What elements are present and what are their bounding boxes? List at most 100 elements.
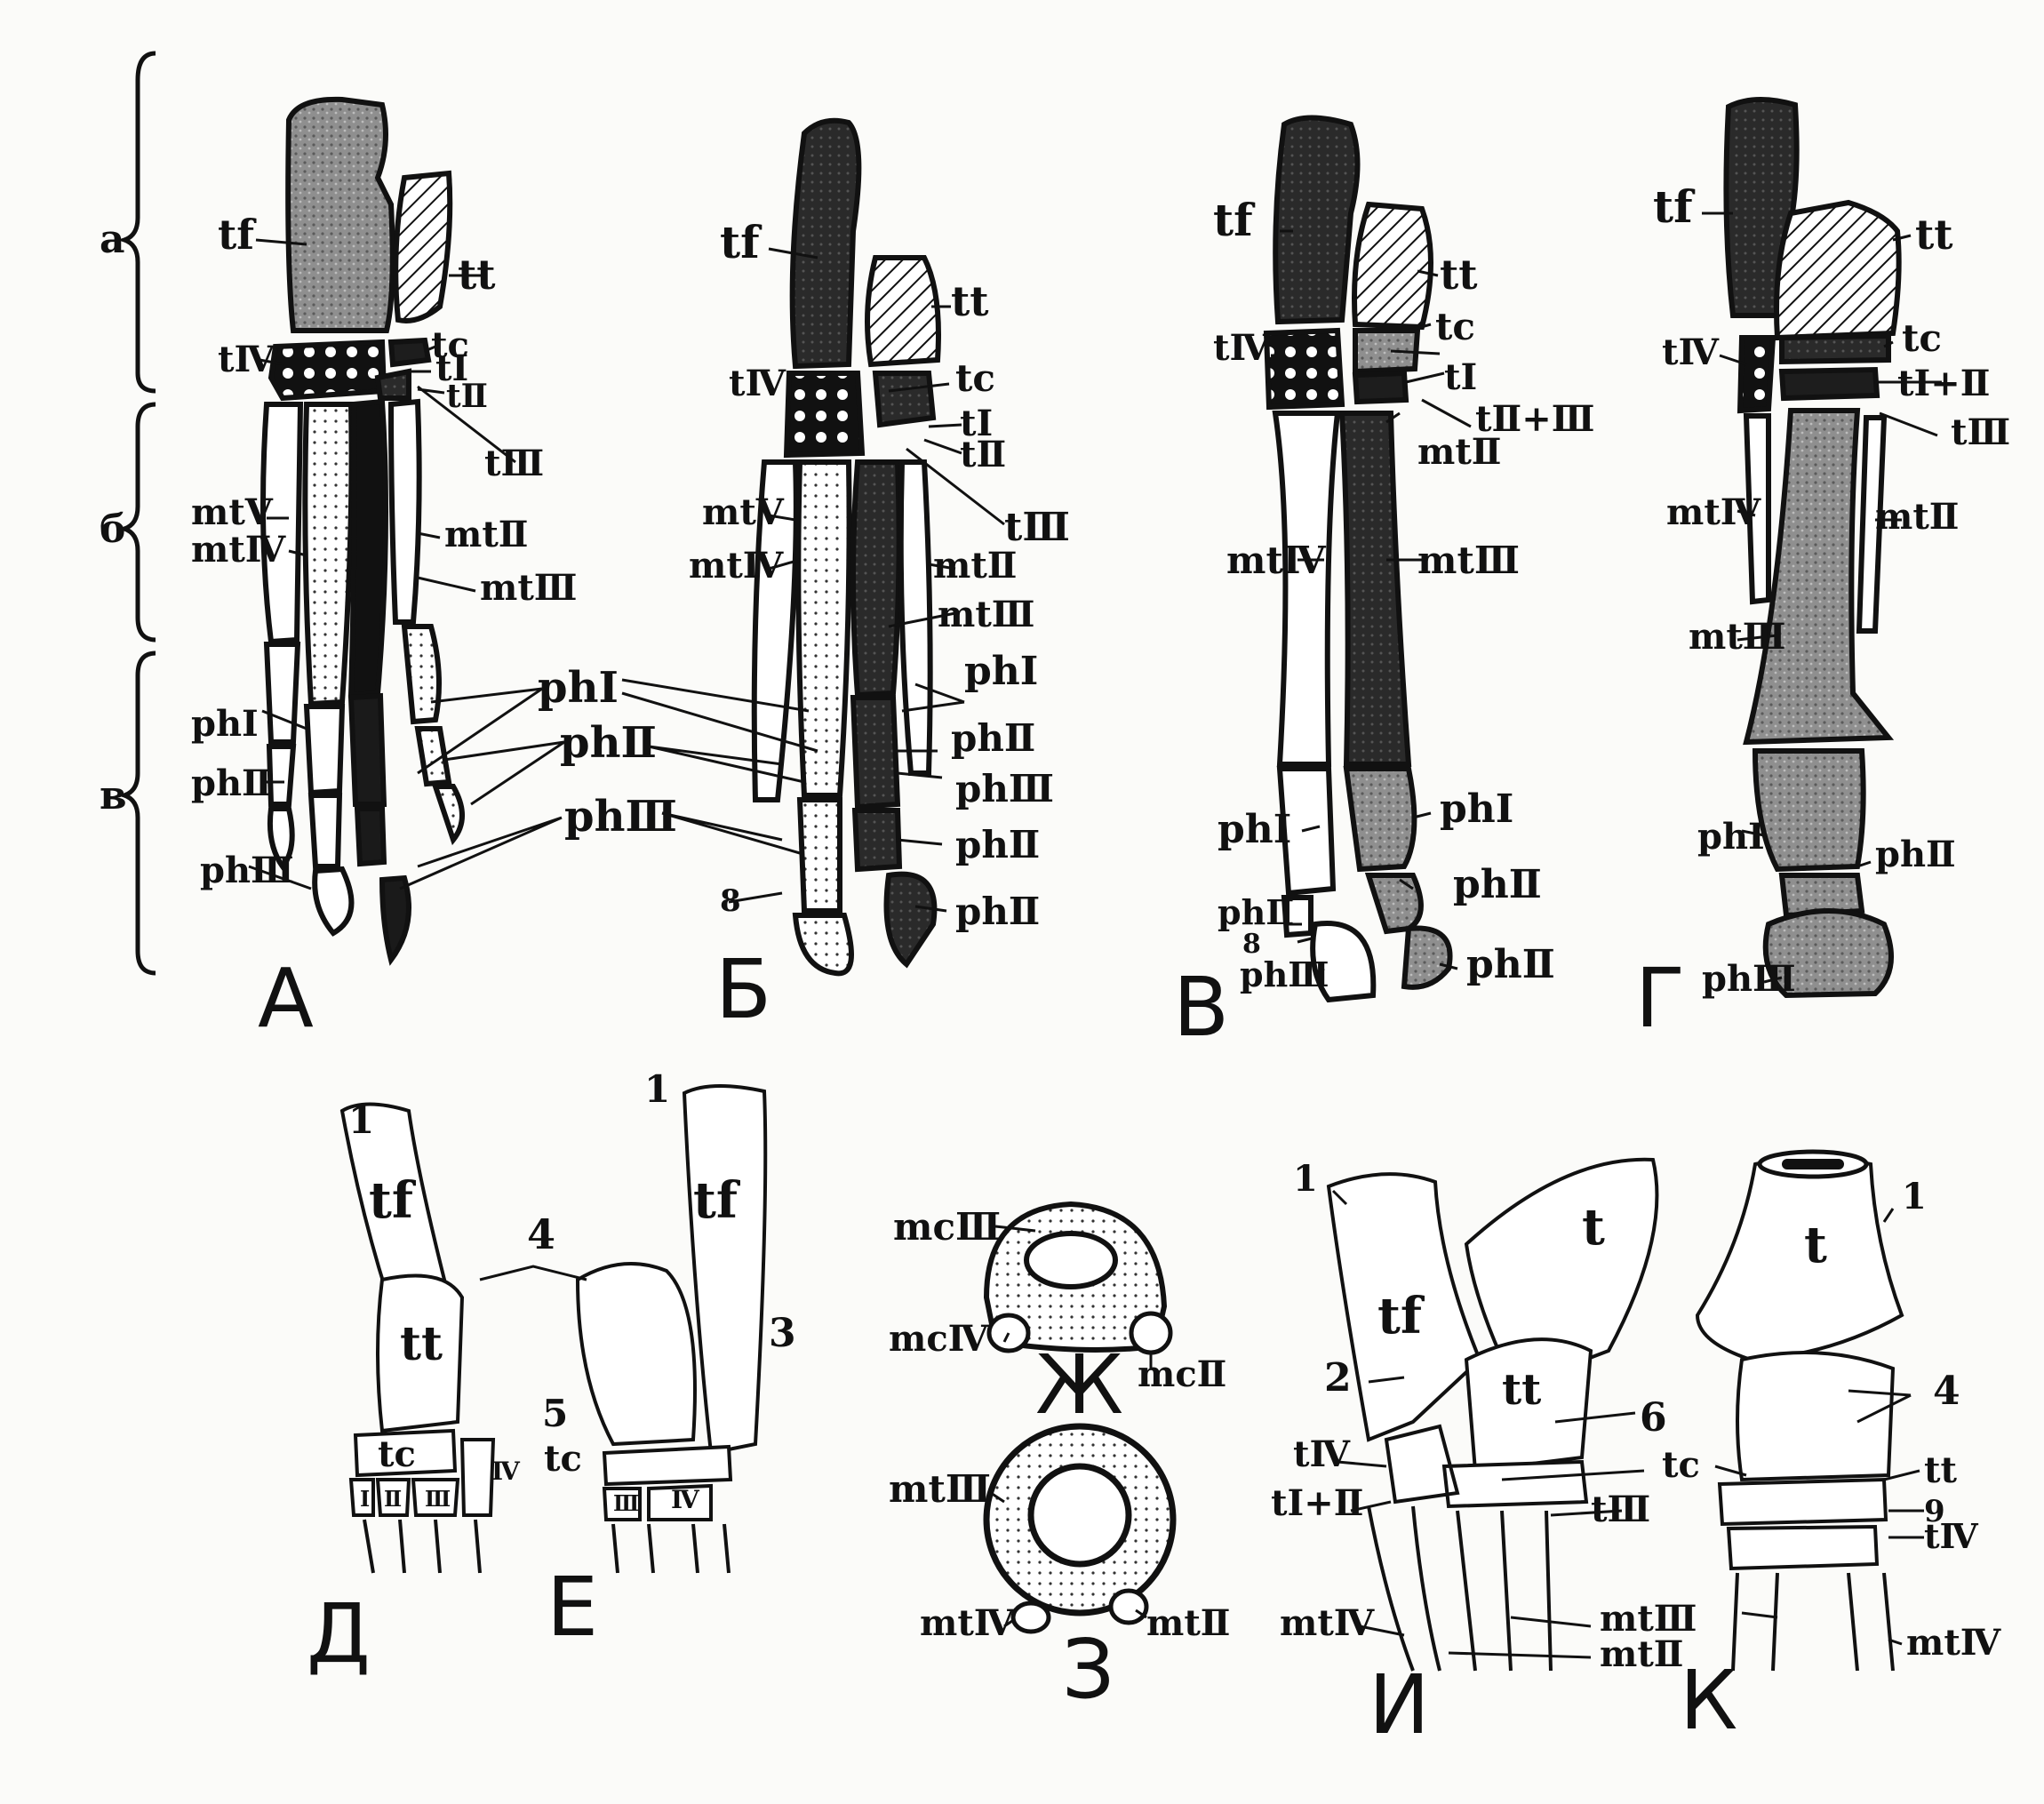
panel-letter-d: Д <box>307 1586 371 1681</box>
panel-v-drawing <box>1263 115 1453 1003</box>
label-a-phIII: phⅢ <box>200 850 294 891</box>
label-ik-mtIII: mtⅢ <box>1600 1598 1697 1640</box>
label-b-tc: tc <box>955 356 995 400</box>
label-b-tII: tⅡ <box>960 434 1006 475</box>
label-a-mtIV: mtⅣ <box>191 529 286 571</box>
label-b-phII-lower: phⅡ <box>955 823 1040 866</box>
label-g-mtIV: mtⅣ <box>1666 491 1761 533</box>
label-d-1: 1 <box>348 1098 374 1142</box>
label-g-mtIII: mtⅢ <box>1689 616 1786 658</box>
label-i-tf: tf <box>1377 1287 1425 1345</box>
panel-letter-g: Г <box>1635 951 1685 1046</box>
label-v-tf: tf <box>1213 194 1256 246</box>
panel-zh-z-drawing <box>983 1201 1177 1634</box>
label-v-phIII: phⅢ <box>1240 954 1329 994</box>
panel-g-drawing <box>1723 96 1902 999</box>
label-center-phIII: phⅢ <box>564 792 677 842</box>
label-zh-mcII: mcⅡ <box>1138 1353 1226 1395</box>
label-ik-6: 6 <box>1640 1395 1667 1441</box>
labels: tf tt tⅣ tc tⅠ tⅡ tⅢ mtⅤ mtⅣ mtⅡ mtⅢ phⅠ… <box>191 180 2010 1675</box>
label-b-tIII: tⅢ <box>1004 505 1070 550</box>
label-g-tIII: tⅢ <box>1951 411 2010 453</box>
label-e-IV: Ⅳ <box>671 1485 700 1514</box>
label-zh-mcIII: mcⅢ <box>893 1205 1001 1249</box>
label-zh-mcIV: mcⅣ <box>889 1318 989 1360</box>
label-i-tIV: tⅣ <box>1293 1433 1350 1475</box>
label-v-tII-III: tⅡ+Ⅲ <box>1475 398 1594 440</box>
label-v-phII-bottom: phⅡ <box>1466 942 1555 987</box>
label-b-phII-bottom: phⅡ <box>955 890 1040 933</box>
section-brackets: а б в <box>100 51 156 976</box>
label-de-4: 4 <box>527 1210 555 1258</box>
label-center-phII: phⅡ <box>560 718 657 768</box>
label-g-tt: tt <box>1915 211 1953 259</box>
label-d-tc: tc <box>378 1433 416 1475</box>
label-v-phI-right: phⅠ <box>1440 786 1513 832</box>
label-k-1: 1 <box>1902 1176 1927 1217</box>
label-b-tI: tⅠ <box>960 403 993 444</box>
label-v-phII-right: phⅡ <box>1453 862 1542 907</box>
label-b-phI: phⅠ <box>964 649 1038 694</box>
label-g-mtII: mtⅡ <box>1875 496 1960 538</box>
panel-letter-k: К <box>1680 1653 1737 1748</box>
panel-a-drawing <box>260 96 465 966</box>
label-v-tt: tt <box>1440 251 1478 299</box>
label-a-mtII: mtⅡ <box>444 514 529 555</box>
label-z-mtIII: mtⅢ <box>889 1467 991 1511</box>
label-k-9: 9 <box>1924 1494 1945 1529</box>
label-g-phI: phⅠ <box>1697 816 1765 858</box>
label-k-4: 4 <box>1933 1369 1960 1414</box>
label-v-phII-left: phⅡ <box>1218 892 1294 932</box>
label-k-tIV: tⅣ <box>1924 1516 1979 1556</box>
label-a-mtIII: mtⅢ <box>480 567 578 609</box>
label-d-III: Ⅲ <box>425 1486 451 1512</box>
label-a-phII: phⅡ <box>191 762 272 804</box>
label-i-2: 2 <box>1324 1355 1352 1401</box>
label-b-tf: tf <box>720 216 763 268</box>
label-a-phI: phⅠ <box>191 703 259 745</box>
label-v-phI-left: phⅠ <box>1218 807 1291 852</box>
label-g-tf: tf <box>1653 180 1696 233</box>
label-a-tIV: tⅣ <box>218 339 275 380</box>
label-g-phII: phⅡ <box>1875 834 1956 875</box>
label-b-tt: tt <box>951 277 989 325</box>
label-e-1: 1 <box>644 1067 670 1111</box>
panel-d-e-drawing <box>339 1084 768 1574</box>
label-v-tIV: tⅣ <box>1213 327 1270 369</box>
label-b-mtIII: mtⅢ <box>938 594 1035 635</box>
label-e-5: 5 <box>542 1392 568 1435</box>
label-ik-tIII: tⅢ <box>1591 1489 1650 1530</box>
label-g-tIV: tⅣ <box>1662 331 1719 373</box>
label-b-8: 8 <box>720 883 741 919</box>
label-d-tf: tf <box>369 1171 417 1230</box>
panel-letter-v: В <box>1173 960 1229 1055</box>
label-g-tc: tc <box>1902 316 1942 360</box>
label-a-tt: tt <box>458 251 496 299</box>
label-i-tI-II: tⅠ+Ⅱ <box>1271 1482 1363 1524</box>
label-v-mtII: mtⅡ <box>1417 431 1502 473</box>
panel-letters: А Б В Г Д Е Ж З И К <box>258 942 1737 1752</box>
label-a-tIII: tⅢ <box>484 443 544 484</box>
label-k-mtIV: mtⅣ <box>1906 1622 2001 1664</box>
label-b-mtV: mtⅤ <box>702 491 785 533</box>
label-d-IV: Ⅳ <box>491 1457 521 1486</box>
label-v-mtIV: mtⅣ <box>1226 539 1327 582</box>
leader-lines <box>248 212 1942 1659</box>
label-i-1: 1 <box>1293 1158 1318 1200</box>
label-a-tc: tc <box>431 324 469 366</box>
label-k-tt: tt <box>1924 1449 1957 1491</box>
label-k-t: t <box>1804 1216 1827 1274</box>
label-b-mtIV: mtⅣ <box>689 545 784 587</box>
panel-letter-e: Е <box>547 1560 598 1655</box>
section-b-label: б <box>100 507 125 552</box>
panel-b-drawing <box>751 117 941 977</box>
label-z-mtIV: mtⅣ <box>920 1602 1015 1644</box>
panel-i-k-drawing <box>1326 1149 1904 1672</box>
label-center-phI: phⅠ <box>538 663 619 713</box>
label-d-tt: tt <box>400 1317 443 1371</box>
label-d-II: Ⅱ <box>384 1486 402 1512</box>
label-ik-mtII: mtⅡ <box>1600 1633 1684 1675</box>
label-e-III: Ⅲ <box>613 1490 639 1516</box>
label-a-tf: tf <box>218 211 257 259</box>
